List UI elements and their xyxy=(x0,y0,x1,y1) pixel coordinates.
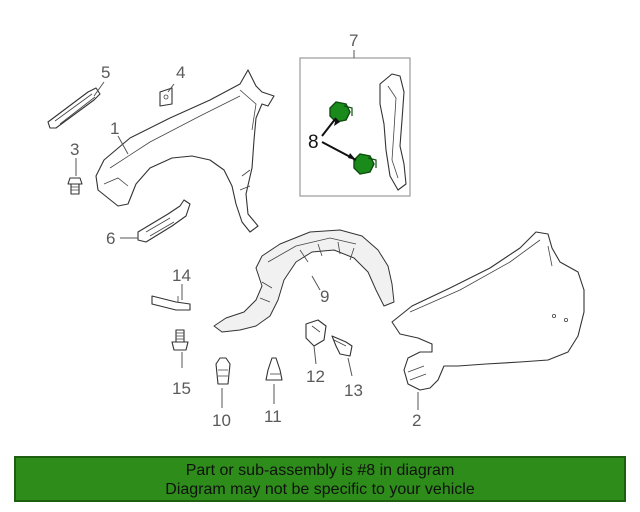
banner-line-2: Diagram may not be specific to your vehi… xyxy=(165,481,475,498)
callout-3: 3 xyxy=(70,140,79,159)
part-4-plate xyxy=(159,87,173,107)
parts-diagram: 5 4 1 3 6 14 15 10 11 12 13 9 2 7 8 xyxy=(47,31,585,430)
part-13-clip xyxy=(331,335,353,357)
part-2-fender-right xyxy=(391,231,585,391)
callout-11: 11 xyxy=(264,407,282,426)
callout-1: 1 xyxy=(110,119,119,138)
callout-12: 12 xyxy=(306,367,325,386)
part-11-clip xyxy=(265,357,283,381)
callout-8: 8 xyxy=(308,132,319,153)
inset-box xyxy=(299,57,411,197)
part-12-clip xyxy=(305,319,327,347)
part-14-bracket xyxy=(151,295,191,311)
part-8-clip-upper[interactable] xyxy=(329,101,353,123)
callout-9: 9 xyxy=(320,287,329,306)
part-5-seal xyxy=(47,87,101,129)
callout-7: 7 xyxy=(349,31,358,50)
part-6-bracket xyxy=(137,199,191,243)
callout-6: 6 xyxy=(106,229,115,248)
part-9-liner xyxy=(213,229,395,333)
part-3-bolt xyxy=(67,177,83,195)
leader-lines xyxy=(75,50,419,410)
part-10-clip xyxy=(215,357,231,385)
banner-line-1: Part or sub-assembly is #8 in diagram xyxy=(185,462,455,479)
callout-5: 5 xyxy=(101,63,110,82)
info-banner: Part or sub-assembly is #8 in diagram Di… xyxy=(14,456,626,502)
callout-2: 2 xyxy=(412,411,421,430)
callout-14: 14 xyxy=(172,266,191,285)
part-8-clip-lower[interactable] xyxy=(353,153,377,175)
part-7-insulator xyxy=(379,73,407,191)
callout-13: 13 xyxy=(344,381,363,400)
part-1-fender-left xyxy=(95,69,275,233)
callout-4: 4 xyxy=(176,63,185,82)
callout-15: 15 xyxy=(172,379,191,398)
callout-10: 10 xyxy=(212,411,231,430)
part-15-bolt xyxy=(171,329,189,351)
